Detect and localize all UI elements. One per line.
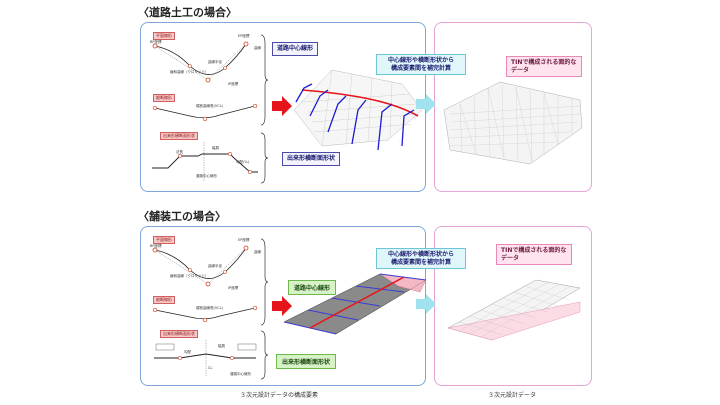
plan-label-ep: EP座標 [238,34,250,38]
interp-line-2: 構成要素間を補完計算 [390,64,451,72]
pavement-interpolation-callout: 中心線形や横断形状から 構成要素間を補完計算 [376,248,466,269]
pavement-cross-section-sketch [154,340,257,376]
pavement-plan-profile-brace [260,238,269,326]
pavement-3d-model [283,273,427,335]
cross-label-slope: 勾配(%) [236,160,250,164]
pavement-plan-alignment-sketch [152,245,249,287]
pavement-cross-label-slope: 勾配 [184,350,191,354]
earthwork-cross-shape-callout: 出来形横断面形状 [282,152,341,166]
plan-label-curve: 曲線 [254,46,261,50]
red-arrow-earthwork [272,96,292,116]
pavement-tin-callout: TINで構成される面的な データ [496,244,572,265]
design-data-caption: ３次元設計データ [488,392,537,399]
pavement-interp-line-2: 構成要素間を補完計算 [390,258,451,266]
plan-label-bp: BP座標 [150,40,162,44]
pavement-tin-line-2: データ [501,254,520,262]
pavement-plan-label-radius: 曲線半径 [208,264,222,268]
earthwork-3d-model [293,69,423,151]
tin-line-2: データ [511,66,530,74]
pavement-plan-label-clothoid: 緩和曲線（クロソイド） [170,274,209,278]
pavement-plan-label-ip: IP座標 [228,286,239,290]
pavement-interp-line-1: 中心線形や横断形状から [387,251,454,258]
pavement-cross-label-cl: CL [208,366,213,370]
plan-label-ip: IP座標 [228,82,239,86]
plan-alignment-tag: 平面線形 [153,32,175,40]
cross-label-slope-length: 法長 [176,150,183,154]
earthwork-centerline-callout: 道路中心線形 [272,42,319,56]
cyan-arrow-earthwork [416,94,436,114]
earthwork-interpolation-callout: 中心線形や横断形状から 構成要素間を補完計算 [376,54,466,75]
pavement-tin-line-1: TINで構成される面的な [501,247,567,254]
components-caption: ３次元設計データの構成要素 [240,392,319,399]
tin-line-1: TINで構成される面的な [511,59,577,66]
plan-label-radius: 曲線半径 [208,60,222,64]
pavement-plan-label-curve: 曲線 [254,250,261,254]
pavement-profile-label-vcl: 縦断曲線長(VCL) [196,306,224,310]
pavement-centerline-callout: 道路中心線形 [288,280,337,295]
section-title-pavement: 〈舗装工の場合〉 [138,210,226,223]
pavement-cross-shape-callout: 出来形横断面形状 [276,354,337,369]
profile-label-vcl: 縦断曲線長(VCL) [196,104,224,108]
section-title-earthwork: 〈道路土工の場合〉 [138,6,237,19]
pavement-plan-label-ep: EP座標 [238,238,250,242]
plan-label-clothoid: 緩和曲線（クロソイド） [170,70,209,74]
plan-alignment-sketch [152,41,249,83]
pavement-plan-alignment-tag: 平面線形 [153,236,175,244]
pavement-cross-section-tag: 出来形横断面形状 [160,330,198,338]
pavement-cross-label-width: 幅員 [218,344,225,348]
profile-alignment-sketch [152,103,258,122]
plan-profile-brace [260,34,269,126]
cross-section-brace [260,132,269,184]
earthwork-tin-callout: TINで構成される面的な データ [506,56,582,77]
pavement-cross-section-brace [260,330,269,380]
cross-section-sketch [152,142,258,182]
cross-section-tag: 出来形横断面形状 [160,132,198,140]
cyan-arrow-pavement [416,294,436,314]
pavement-plan-label-bp: BP座標 [150,244,162,248]
interp-line-1: 中心線形や横断形状から [387,57,454,64]
pavement-tin-mesh [447,279,581,341]
earthwork-tin-mesh [443,81,583,165]
pavement-cross-label-centerline: 道路中心線形 [230,372,251,376]
cross-label-width: 幅員 [212,146,219,150]
pavement-profile-alignment-sketch [152,305,258,323]
cross-label-centerline: 道路中心線形 [196,174,217,178]
pavement-profile-alignment-tag: 縦断線形 [153,296,175,304]
profile-alignment-tag: 縦断線形 [153,94,175,102]
red-arrow-pavement [272,296,292,316]
